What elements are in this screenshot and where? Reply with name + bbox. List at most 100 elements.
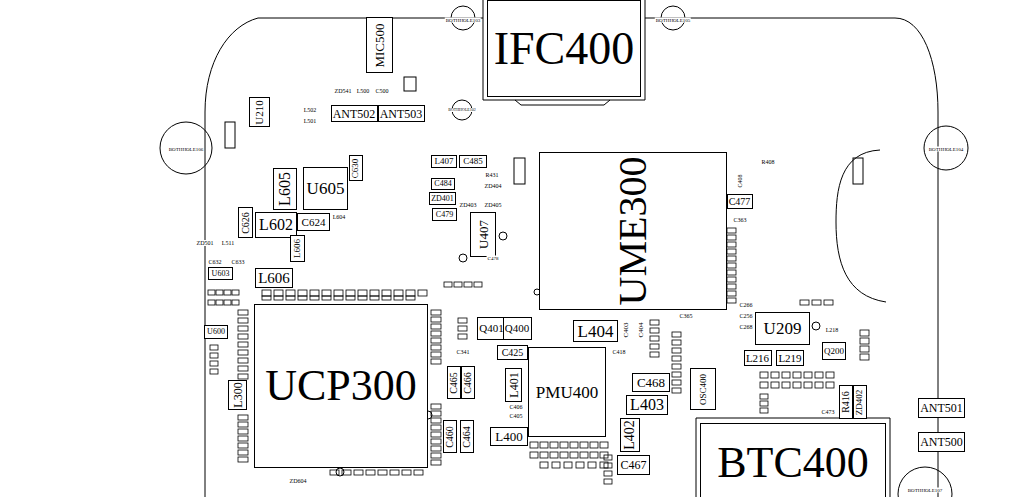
pad-footprint: [431, 324, 441, 329]
silkscreen-label: C406: [508, 404, 523, 410]
part-label: Q400: [505, 323, 529, 334]
part-label: L300: [232, 382, 244, 407]
silkscreen-label: C363: [732, 217, 747, 223]
pad-footprint: [650, 336, 659, 341]
connector-outline: [483, 0, 645, 100]
silkscreen-label: C473: [820, 409, 835, 415]
pad-footprint: [458, 318, 467, 323]
pad-footprint: [286, 290, 295, 296]
pad-footprint: [346, 290, 355, 296]
part-label: ZD402: [856, 389, 865, 415]
pad-footprint: [727, 249, 736, 254]
component-outline: ANT501: [918, 398, 965, 418]
component-outline: L404: [573, 320, 618, 342]
pad-footprint: [431, 317, 441, 322]
pad-footprint: [431, 432, 441, 437]
pad-footprint: [210, 345, 218, 350]
pad-footprint: [232, 300, 239, 305]
component-outline: U603: [208, 267, 233, 280]
pad-footprint: [431, 404, 441, 409]
pad-footprint: [727, 277, 736, 282]
pad-footprint: [458, 326, 467, 331]
pad-footprint: [782, 382, 790, 388]
pad-footprint: [550, 452, 558, 458]
pad-footprint: [431, 310, 441, 315]
pad-footprint: [800, 300, 809, 305]
pad-footprint: [570, 452, 578, 458]
pad-footprint: [224, 300, 231, 305]
part-label: C479: [436, 211, 453, 219]
silkscreen-label: L502: [303, 107, 318, 113]
component-outline: L407: [431, 155, 457, 168]
pad-footprint: [216, 290, 223, 295]
pad-footprint: [238, 436, 248, 441]
pad-footprint: [464, 282, 472, 287]
part-label: ZD401: [431, 195, 454, 203]
pad-footprint: [378, 470, 387, 475]
part-label: C484: [434, 180, 451, 188]
pad-footprint: [310, 290, 319, 296]
part-label: C465: [449, 372, 459, 394]
part-label: C466: [463, 372, 473, 394]
pad-footprint: [238, 318, 248, 323]
pad-footprint: [727, 270, 736, 275]
part-label: U407: [477, 220, 490, 249]
pad-footprint: [370, 290, 379, 296]
component-outline: L606: [255, 268, 293, 288]
pad-footprint: [370, 296, 379, 300]
pad-footprint: [815, 382, 823, 388]
pad-footprint: [238, 310, 248, 315]
silkscreen-label: C256: [738, 313, 753, 319]
part-label: L401: [508, 372, 520, 397]
silkscreen-label: C418: [611, 349, 626, 355]
pad-footprint: [672, 348, 681, 353]
component-outline: L605: [273, 168, 297, 210]
pad-footprint: [431, 446, 441, 451]
pad-footprint: [604, 455, 612, 460]
component-outline: C464: [460, 420, 474, 453]
silkscreen-label: C633: [230, 259, 245, 265]
silkscreen-label: BOTHHOLE107: [907, 488, 943, 493]
part-label: C485: [463, 157, 483, 166]
pad-footprint: [238, 358, 248, 363]
part-label: L606: [293, 239, 302, 258]
pad-footprint: [286, 296, 295, 300]
part-label: U605: [307, 180, 345, 197]
board-outline: [205, 18, 483, 497]
part-label: C626: [241, 212, 251, 234]
pad-footprint: [310, 296, 319, 300]
pad-footprint: [454, 282, 462, 287]
pad-footprint: [672, 388, 681, 393]
pad-footprint: [354, 470, 363, 475]
pad-footprint: [406, 290, 415, 296]
pad-footprint: [334, 290, 343, 296]
part-label: L606: [258, 271, 290, 286]
pad-footprint: [530, 442, 538, 448]
pad-footprint: [238, 334, 248, 339]
pad-footprint: [860, 346, 869, 352]
pad-footprint: [238, 326, 248, 331]
pad-footprint: [760, 401, 768, 406]
silkscreen-label: BOTHHOLE105: [655, 18, 691, 23]
pad-footprint: [564, 462, 572, 468]
pad-footprint: [238, 450, 248, 455]
pad-footprint: [727, 263, 736, 268]
pad-footprint: [382, 290, 391, 296]
pad-footprint: [580, 452, 588, 458]
component-outline: UME300: [539, 152, 727, 310]
pad-footprint: [431, 411, 441, 416]
pad-footprint: [604, 479, 612, 484]
pad-footprint: [322, 296, 331, 300]
pad-footprint: [560, 442, 568, 448]
pad-footprint: [274, 290, 283, 296]
pad-footprint: [431, 331, 441, 336]
pad-footprint: [238, 366, 248, 371]
part-label: R416: [841, 391, 851, 413]
silkscreen-label: L604: [332, 214, 347, 220]
component-outline: L400: [490, 427, 528, 446]
pad-footprint: [727, 235, 736, 240]
pad-footprint: [298, 296, 307, 300]
pad-footprint: [431, 425, 441, 430]
component-outline: C626: [238, 207, 253, 238]
silkscreen-label: C268: [738, 324, 753, 330]
